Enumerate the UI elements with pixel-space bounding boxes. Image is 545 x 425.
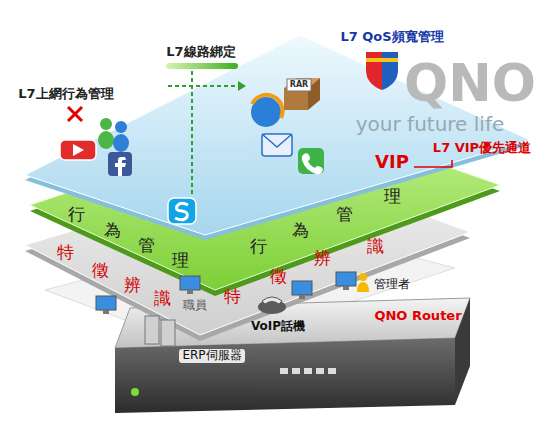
phone-icon	[302, 153, 323, 174]
server-icon	[145, 316, 159, 344]
feature-char: 特	[57, 243, 74, 262]
device-label: 職員	[183, 299, 207, 312]
qos-icon	[366, 58, 398, 62]
pc-icon	[336, 272, 356, 286]
feature-char: 識	[154, 289, 171, 308]
pc-icon	[343, 286, 349, 290]
voip-phone	[258, 300, 286, 314]
router-port	[328, 368, 336, 374]
icon-tag: RAR	[290, 81, 309, 90]
behavior-char: 為	[292, 221, 309, 240]
behavior-char: 為	[104, 221, 121, 240]
behavior-char: 理	[172, 251, 189, 270]
messenger-icon	[115, 121, 127, 133]
pc-icon	[187, 290, 193, 294]
video-icon	[60, 140, 96, 160]
messenger-icon	[100, 118, 112, 130]
feature-title: L7 QoS頻寬管理	[340, 30, 443, 44]
line-bar	[166, 63, 238, 69]
social-icon	[108, 152, 132, 176]
admin-person	[357, 282, 369, 292]
pc-icon	[180, 276, 200, 290]
pc-icon	[292, 281, 312, 295]
binding-arrow	[168, 85, 238, 87]
pc-icon	[103, 310, 109, 314]
behavior-char: 理	[384, 187, 401, 206]
block-cross	[68, 107, 82, 121]
layer-face	[30, 115, 500, 290]
pc-icon	[299, 295, 305, 299]
messenger-icon	[113, 134, 129, 152]
block-cross	[68, 107, 82, 121]
router-port	[316, 368, 324, 374]
admin-person	[359, 273, 367, 281]
watermark-slogan: your future life	[356, 113, 504, 135]
feature-char: 特	[224, 287, 241, 306]
voice-chat-icon	[175, 203, 188, 220]
device-label: VoIP話機	[251, 320, 305, 333]
device-label: ERP伺服器	[179, 349, 244, 362]
layer-face	[25, 165, 470, 335]
mail-icon	[262, 134, 292, 156]
watermark-logo: QNO	[404, 55, 536, 112]
feature-title: L7線路綁定	[166, 45, 235, 59]
feature-char: 識	[367, 237, 384, 256]
mail-icon	[262, 134, 292, 147]
voice-chat-icon	[168, 198, 196, 224]
feature-title: L7 VIP優先通道	[433, 141, 531, 155]
router-front	[115, 338, 455, 413]
router-port	[304, 368, 312, 374]
vip-text: VIP	[375, 152, 409, 172]
archive-tag	[287, 79, 311, 91]
feature-title: L7上網行為管理	[18, 87, 113, 101]
phone-icon	[298, 148, 324, 174]
device-label: 管理者	[374, 278, 410, 291]
social-icon	[115, 157, 126, 176]
router-led	[131, 388, 139, 396]
router-port	[280, 368, 288, 374]
behavior-char: 行	[250, 237, 267, 256]
messenger-icon	[98, 131, 114, 149]
behavior-char: 行	[68, 205, 85, 224]
pc-icon	[96, 296, 116, 310]
feature-char: 徵	[270, 267, 287, 286]
behavior-char: 管	[336, 205, 353, 224]
router-port	[292, 368, 300, 374]
behavior-char: 管	[138, 236, 155, 255]
video-icon	[73, 144, 84, 156]
feature-char: 徵	[92, 261, 109, 280]
feature-char: 辨	[124, 276, 141, 295]
feature-char: 辨	[314, 249, 331, 268]
server-icon	[161, 320, 175, 346]
browser-icon	[252, 95, 283, 118]
product-name: QNO Router	[374, 309, 461, 323]
